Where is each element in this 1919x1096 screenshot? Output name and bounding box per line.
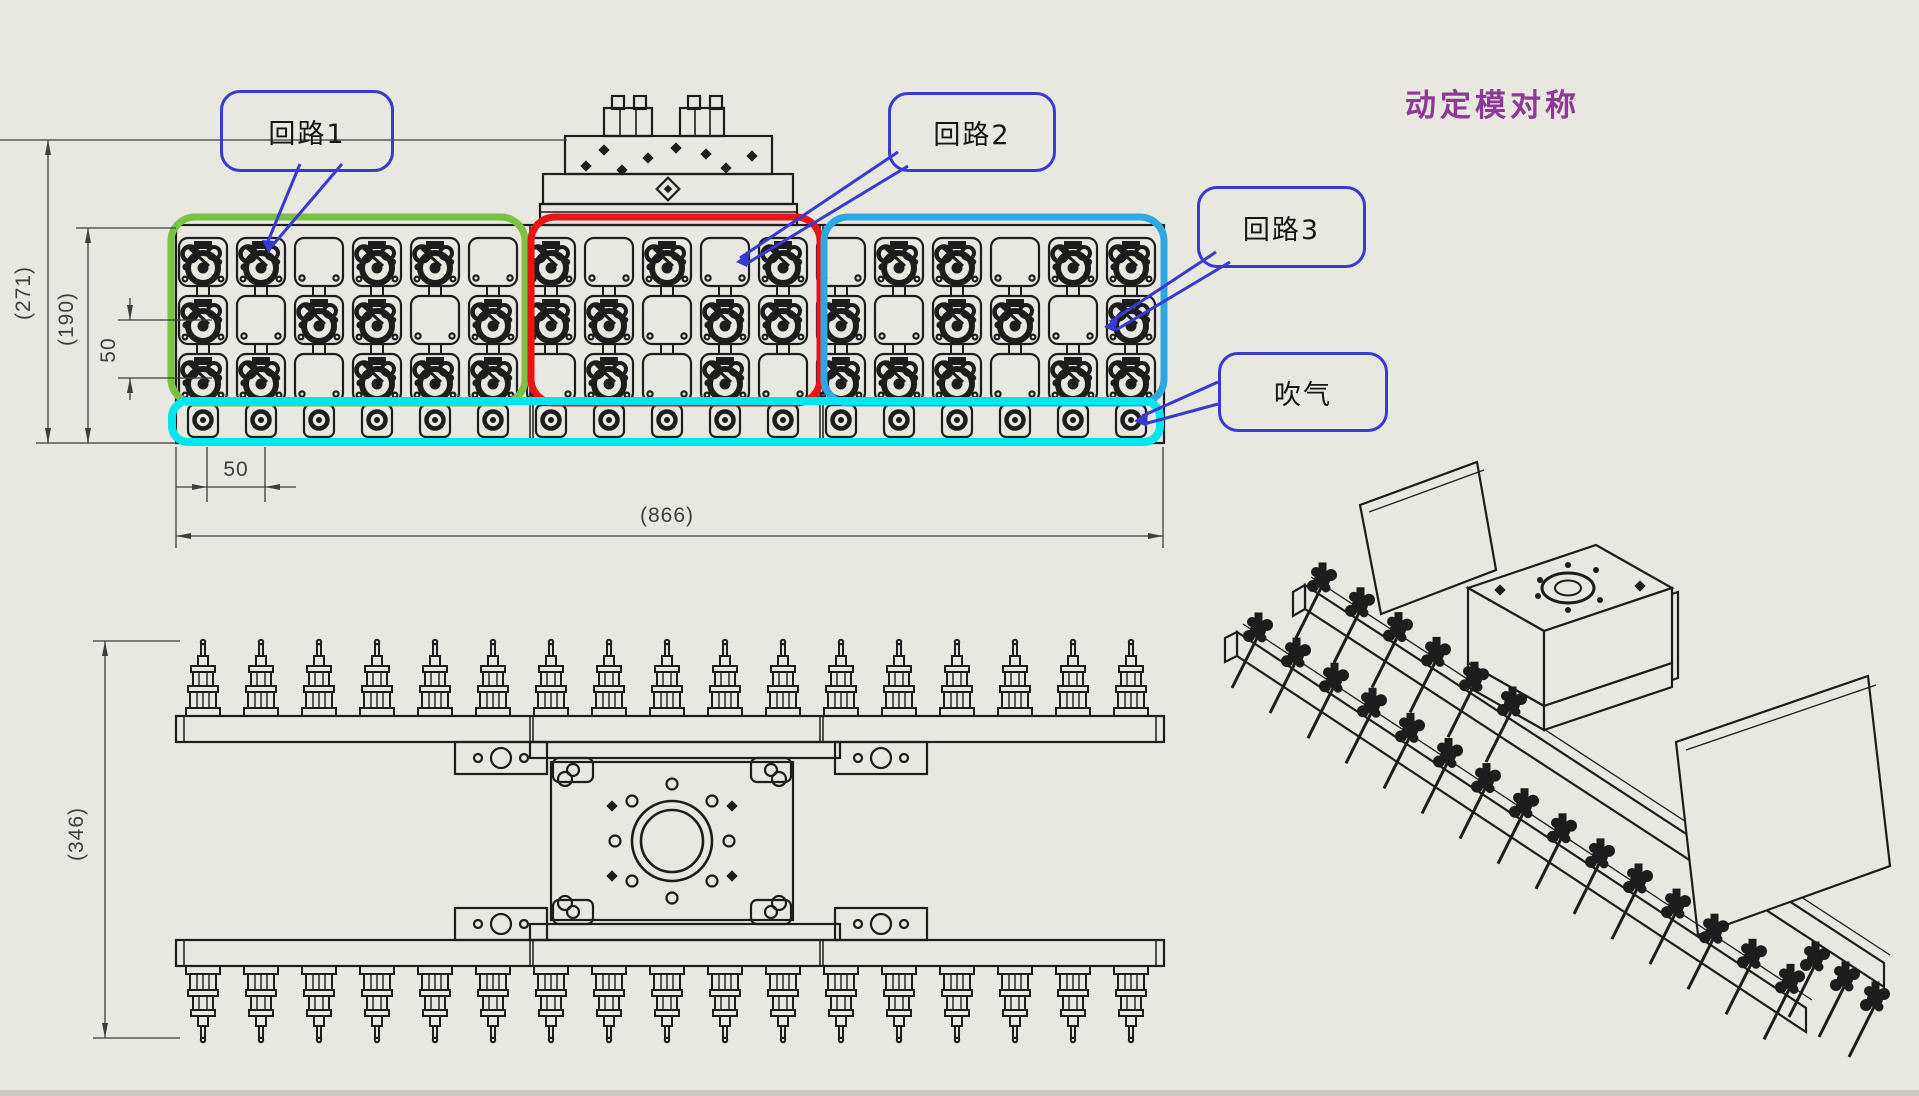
circuit-region-outlines (167, 213, 1168, 446)
dim-row-pitch: 50 (97, 337, 120, 363)
callout-circuit2-label: 回路2 (933, 119, 1011, 151)
blow-region-outline (168, 397, 1164, 446)
connector-block (678, 106, 726, 138)
blow-leader (1141, 380, 1219, 426)
isometric-view (1223, 460, 1892, 1035)
callout-leaders (262, 150, 1231, 427)
dim-col-pitch: 50 (223, 458, 249, 481)
dim-top-overall-width: (866) (639, 504, 695, 527)
bottom-rail-bar (174, 938, 1166, 968)
dim-top-overall-height: (271) (12, 265, 35, 321)
mold-panel-right (1674, 674, 1892, 937)
front-view (174, 714, 1166, 968)
screenshot-bottom-edge (0, 1090, 1919, 1096)
circuit1-leader (264, 163, 344, 247)
top-rail-bar (174, 714, 1166, 744)
center-block (549, 760, 795, 922)
callout-circuit1: 回路1 (220, 90, 394, 172)
top-view-components (179, 238, 1155, 437)
mold-panel-left (1358, 460, 1498, 616)
dim-front-overall-height: (346) (65, 806, 88, 862)
callout-circuit3: 回路3 (1197, 186, 1366, 268)
front-view-nozzles (185, 638, 1149, 1042)
circuit3-leader (1109, 250, 1231, 332)
callout-circuit2: 回路2 (888, 92, 1056, 172)
callout-blow: 吹气 (1218, 352, 1388, 432)
circuit2-leader (739, 150, 909, 266)
callout-blow-label: 吹气 (1274, 379, 1332, 411)
callout-circuit3-label: 回路3 (1242, 214, 1321, 246)
connector-block (602, 106, 654, 138)
dimension-lines (0, 139, 1164, 1039)
dim-top-pocket-height: (190) (55, 291, 78, 347)
symmetry-note: 动定模对称 (1405, 88, 1580, 124)
callout-circuit1-label: 回路1 (268, 118, 346, 150)
